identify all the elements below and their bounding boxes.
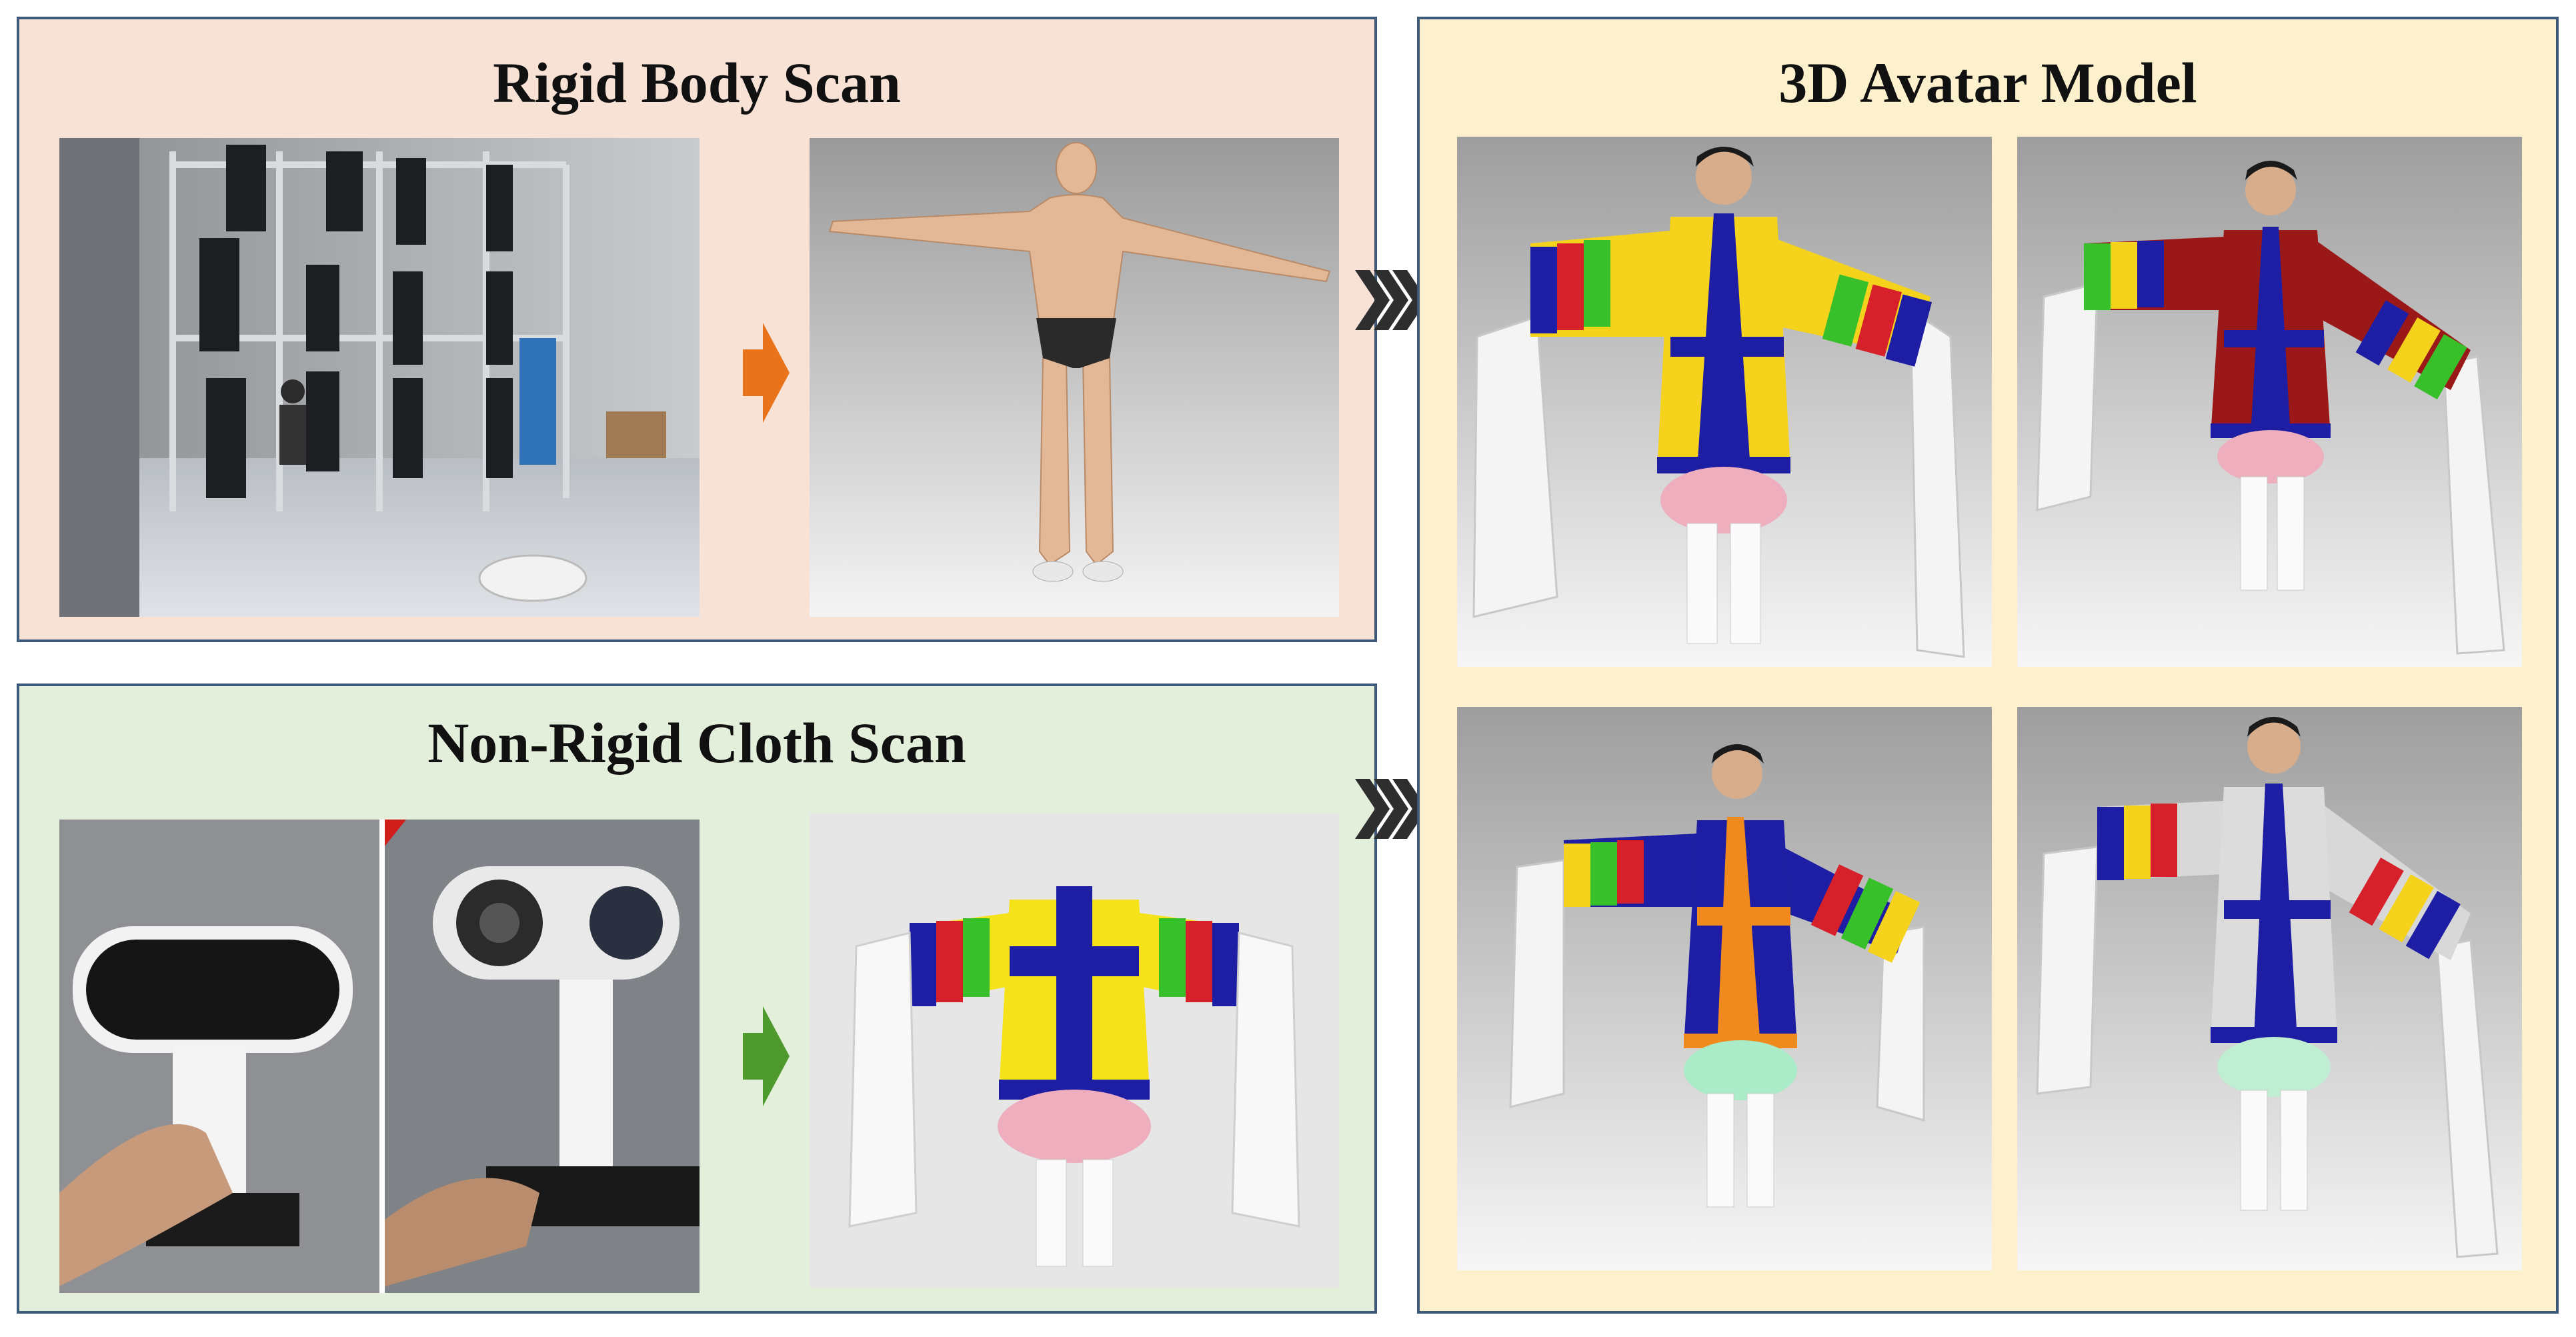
rigid-body-scan-panel: Rigid Body Scan — [17, 17, 1377, 642]
orange-arrow-icon — [743, 323, 790, 423]
body-scan-model — [810, 138, 1339, 617]
hanbok-cloth-model — [810, 813, 1339, 1288]
avatar-render-blue — [1457, 707, 1992, 1270]
avatar-render-yellow — [1457, 137, 1992, 667]
avatar-render-silver — [2017, 707, 2522, 1270]
green-arrow-icon — [743, 1006, 790, 1106]
avatar-render-red — [2017, 137, 2522, 667]
avatar-model-title: 3D Avatar Model — [1778, 51, 2197, 115]
handheld-scanner-photo — [59, 820, 700, 1293]
rigid-body-scan-title: Rigid Body Scan — [493, 51, 901, 115]
non-rigid-cloth-scan-panel: Non-Rigid Cloth Scan — [17, 684, 1377, 1314]
non-rigid-cloth-scan-title: Non-Rigid Cloth Scan — [427, 711, 966, 775]
scan-studio-photo — [59, 138, 700, 617]
